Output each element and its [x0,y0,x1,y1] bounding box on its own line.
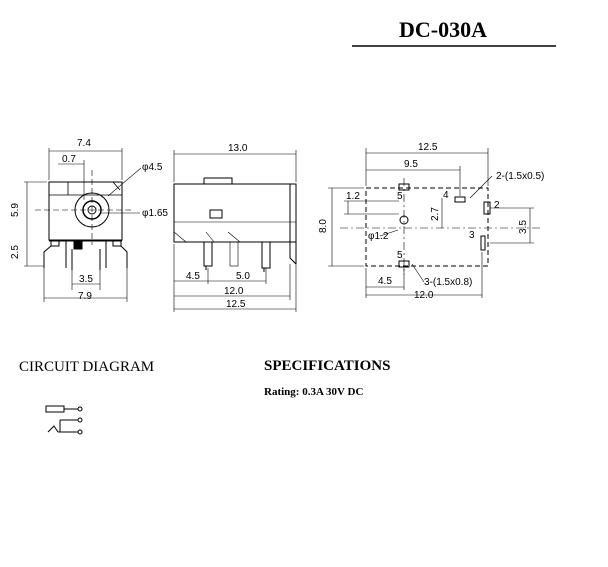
pcb-pad-label-3: 3-(1.5x0.8) [424,277,472,288]
pcb-layout [328,148,540,298]
pcb-pin-3: 3 [469,230,475,241]
pcb-dim-12: 1.2 [346,191,360,202]
front-dim-height: 5.9 [10,203,21,217]
circuit-diagram-heading: CIRCUIT DIAGRAM [19,359,154,375]
side-dim-length: 13.0 [228,143,248,154]
front-dim-leg: 2.5 [10,245,21,259]
pcb-pad-3 [480,235,486,251]
side-dim-span-12: 12.0 [224,286,244,297]
pcb-hole-label: φ1.2 [368,231,389,242]
pcb-pin-5a: 5 [397,191,403,202]
side-view [173,150,297,312]
front-phi-outer: φ4.5 [142,162,163,173]
side-body [173,183,297,243]
pcb-dim-95: 9.5 [404,159,418,170]
pcb-pin-2: 2 [494,200,500,211]
front-dim-base-width: 7.9 [78,291,92,302]
front-dim-top-width: 7.4 [77,138,91,149]
side-dim-pin-b: 5.0 [236,271,250,282]
front-dim-offset: 0.7 [62,154,76,165]
circuit-symbol [45,405,83,435]
pcb-dim-27: 2.7 [430,207,441,221]
pcb-pin-4: 4 [443,190,449,201]
pcb-pad-label-2: 2-(1.5x0.5) [496,171,544,182]
rating-text: Rating: 0.3A 30V DC [264,386,363,398]
pcb-dim-top-width: 12.5 [418,142,438,153]
pcb-pad-2 [483,201,491,215]
side-dim-span-125: 12.5 [226,299,246,310]
pcb-pad-5a [398,183,410,191]
pcb-pin-5b: 5 [397,250,403,261]
part-title: DC-030A [399,17,487,42]
front-dim-pin-gap: 3.5 [79,274,93,285]
pcb-pad-5b [398,260,410,268]
side-dim-pin-a: 4.5 [186,271,200,282]
front-phi-pin: φ1.65 [142,208,168,219]
pcb-dim-bottom-width: 12.0 [414,290,434,301]
pcb-dim-45: 4.5 [378,276,392,287]
specifications-heading: SPECIFICATIONS [264,358,390,374]
pcb-dim-height: 8.0 [318,219,329,233]
pcb-dim-35: 3.5 [518,220,529,234]
pcb-hole [399,215,409,225]
front-view [24,148,142,302]
pcb-outline [365,187,489,267]
pcb-pad-4 [454,196,466,203]
front-body [48,181,123,241]
